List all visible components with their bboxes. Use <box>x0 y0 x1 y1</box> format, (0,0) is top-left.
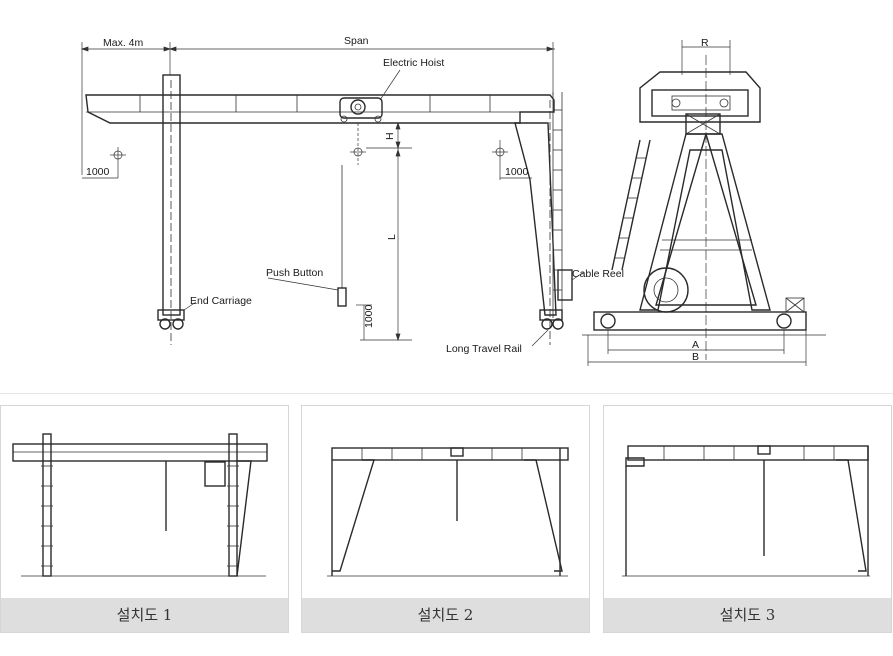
hook-line <box>350 121 412 342</box>
gantry-crane-drawing: Max. 4m Span Electric Hoist <box>80 35 826 366</box>
right-leg <box>514 92 585 347</box>
install-diagram-3: 설치도 3 <box>603 405 892 633</box>
r-label: R <box>701 37 709 49</box>
install-diagram-2: 설치도 2 <box>301 405 590 633</box>
right-1000-label: 1000 <box>505 166 529 178</box>
left-1000-dimension <box>82 147 126 179</box>
push-button <box>267 165 347 307</box>
install-diagram-1: 설치도 1 <box>0 405 289 633</box>
hoist-label: Electric Hoist <box>383 57 444 69</box>
caption-2: 설치도 2 <box>302 598 589 632</box>
push-label: Push Button <box>266 267 323 279</box>
left-leg <box>157 74 197 345</box>
bottom-1000-dimension <box>356 304 372 340</box>
max-label: Max. 4m <box>103 37 144 49</box>
bottom-1000-label: 1000 <box>363 304 375 328</box>
rail-label: Long Travel Rail <box>446 343 522 355</box>
install-1-drawing <box>12 433 268 577</box>
top-dimension-lines <box>80 42 555 175</box>
b-label: B <box>692 351 699 363</box>
install-2-drawing <box>327 447 569 577</box>
electric-hoist <box>339 69 401 123</box>
right-1000-dimension <box>492 140 532 180</box>
end-carriage-label: End Carriage <box>190 295 252 307</box>
side-view <box>582 40 826 366</box>
caption-1: 설치도 1 <box>1 598 288 632</box>
install-3-drawing <box>622 445 870 577</box>
cable-reel-label: Cable Reel <box>572 268 624 280</box>
left-1000-label: 1000 <box>86 166 110 178</box>
section-divider <box>0 393 893 394</box>
a-label: A <box>692 339 699 351</box>
caption-3: 설치도 3 <box>604 598 891 632</box>
main-girder <box>85 94 555 124</box>
l-label: L <box>386 234 398 240</box>
span-label: Span <box>344 35 369 47</box>
h-label: H <box>384 132 396 140</box>
